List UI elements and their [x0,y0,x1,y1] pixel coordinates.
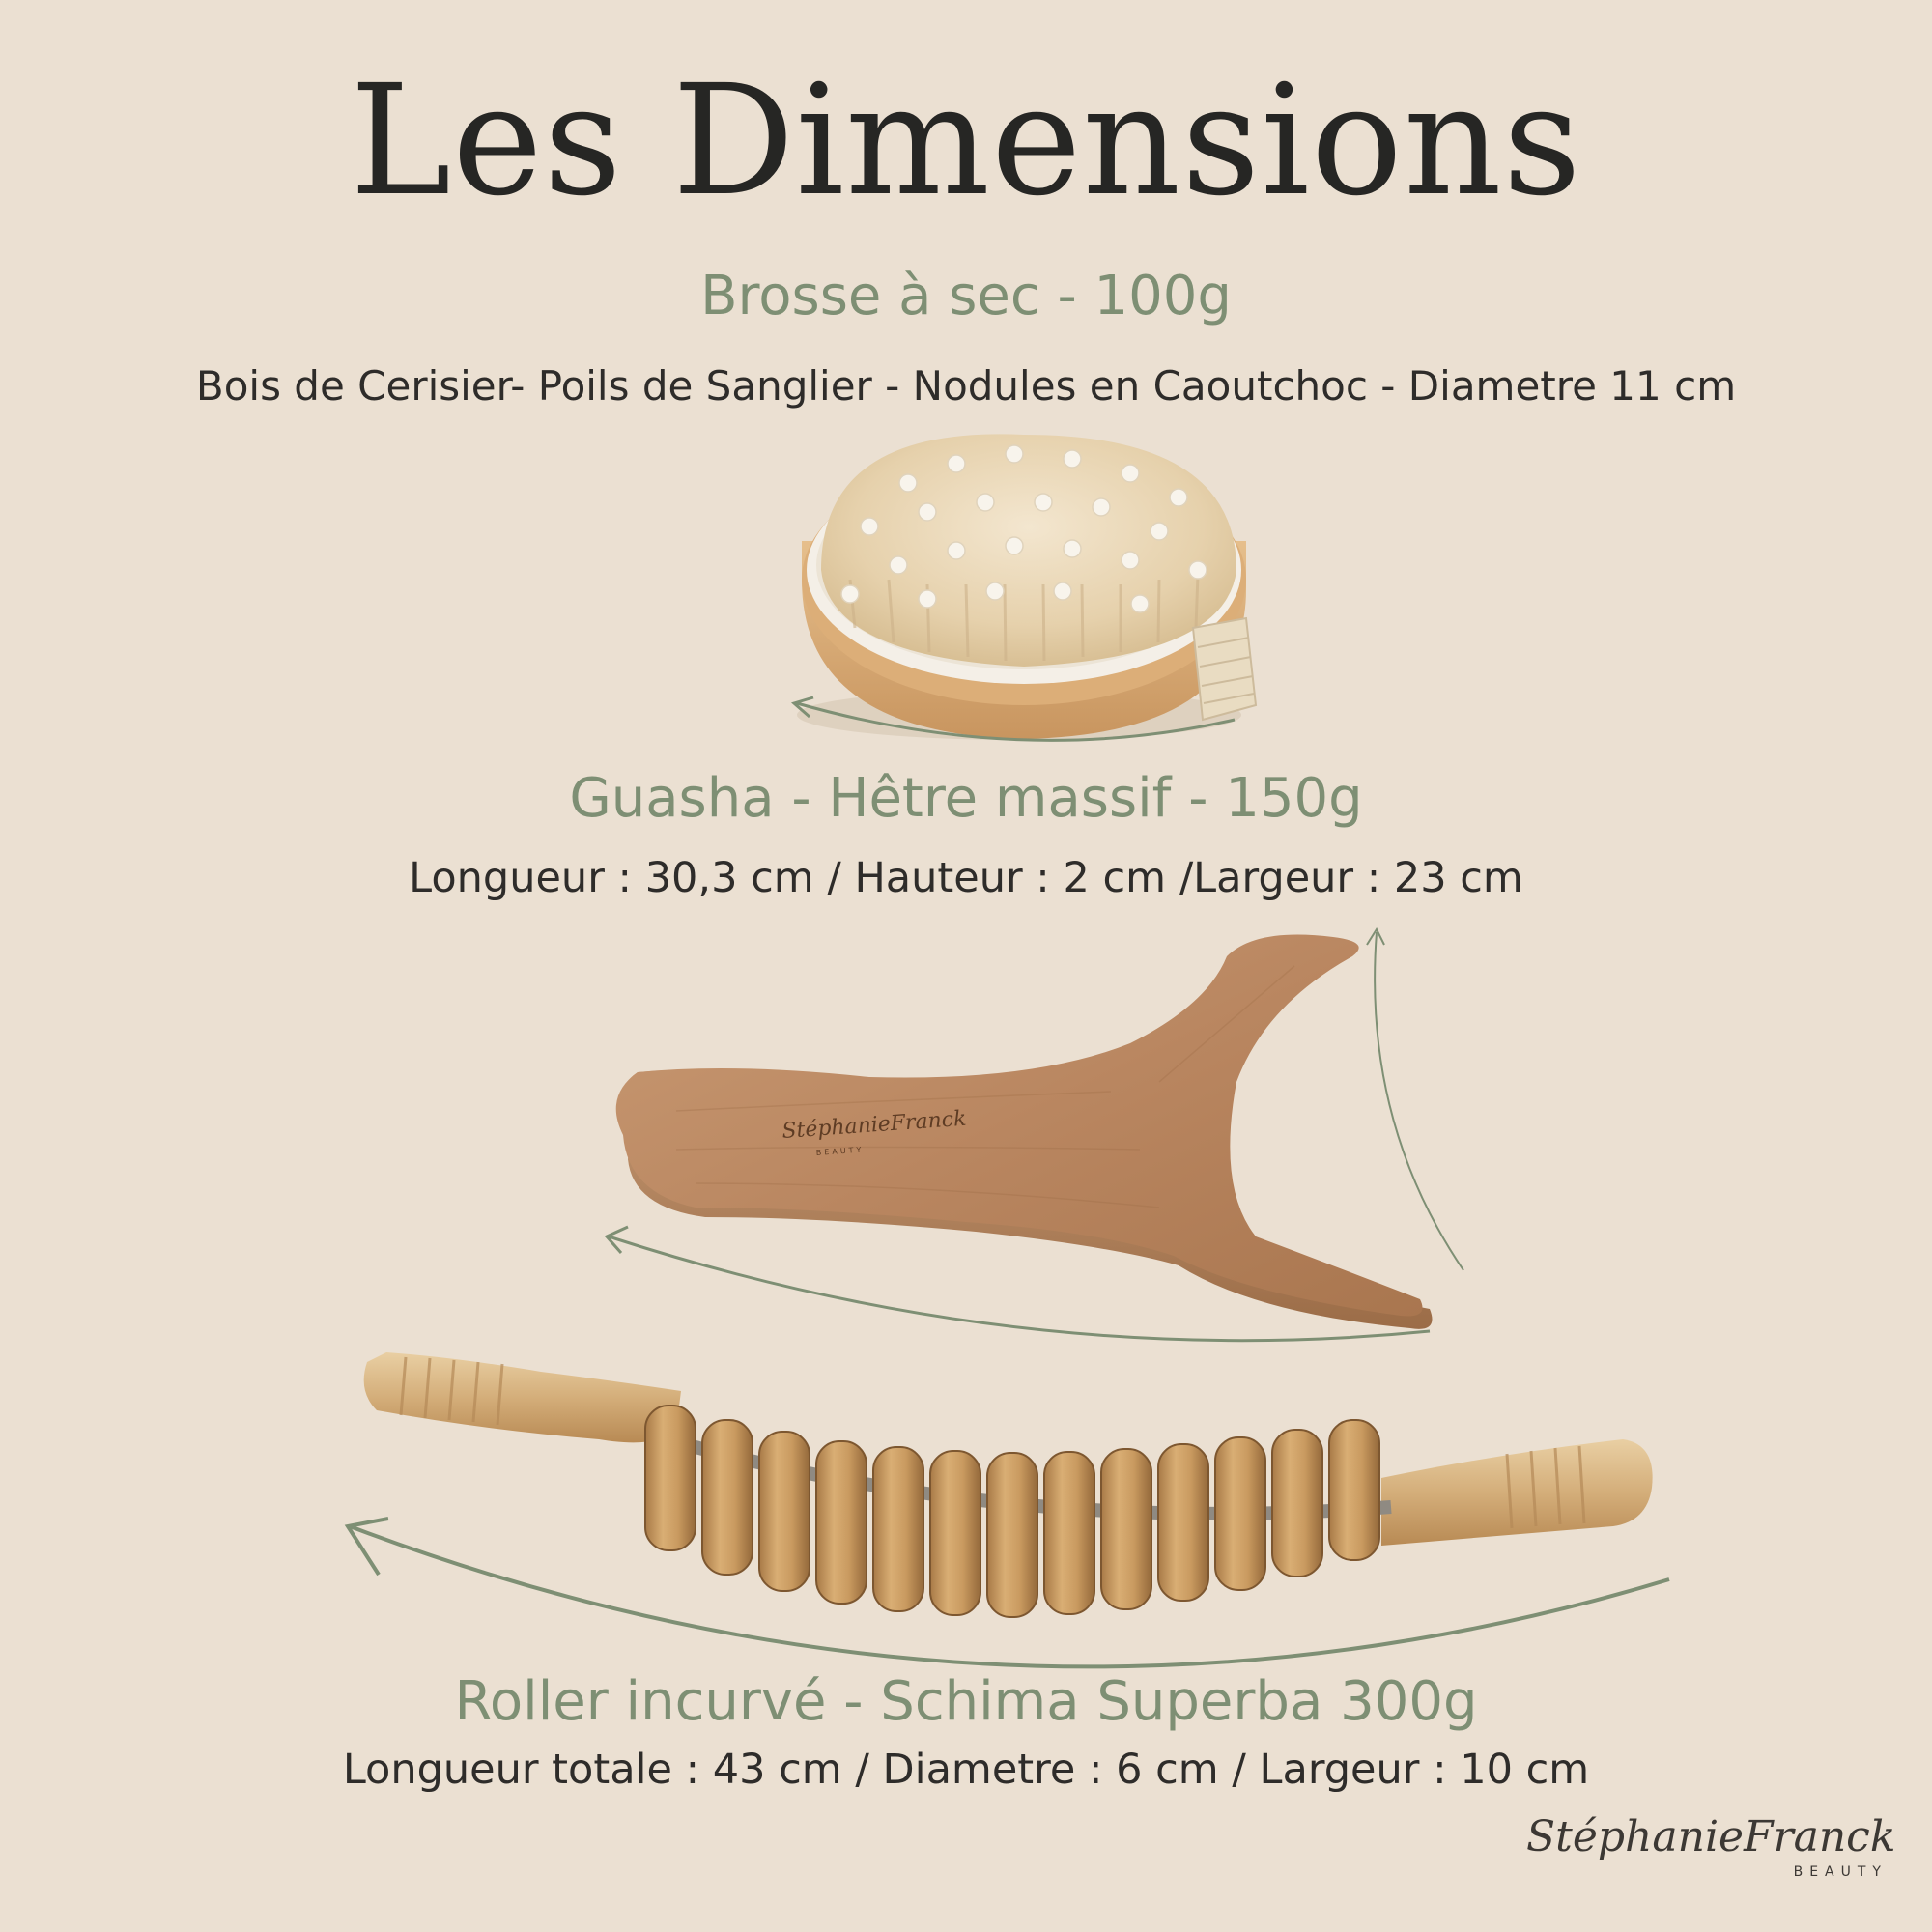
product-heading-guasha: Guasha - Hêtre massif - 150g [569,767,1363,830]
brush-dimension-arrow-icon [790,696,1236,742]
dry-brush-icon [797,434,1258,740]
product-specs-brush: Bois de Cerisier- Poils de Sanglier - No… [195,362,1737,410]
page-title: Les Dimensions [350,52,1582,230]
guasha-icon: StéphanieFranck BEAUTY [615,934,1433,1329]
product-heading-roller: Roller incurvé - Schima Superba 300g [454,1670,1478,1733]
product-heading-brush: Brosse à sec - 100g [700,265,1232,327]
logo-name: StéphanieFranck [1526,1812,1896,1861]
brand-logo: StéphanieFranck BEAUTY [1526,1812,1896,1881]
guasha-engraving-sub: BEAUTY [816,1146,865,1157]
logo-subtitle: BEAUTY [1793,1864,1888,1880]
curved-roller-icon [363,1352,1653,1618]
guasha-dimension-arrows-icon [604,1225,1431,1343]
product-specs-roller: Longueur totale : 43 cm / Diametre : 6 c… [342,1746,1590,1794]
roller-dimension-arrow-icon [344,1517,1670,1669]
product-specs-guasha: Longueur : 30,3 cm / Hauteur : 2 cm /Lar… [409,854,1523,902]
guasha-height-arrow-icon [1366,926,1464,1271]
